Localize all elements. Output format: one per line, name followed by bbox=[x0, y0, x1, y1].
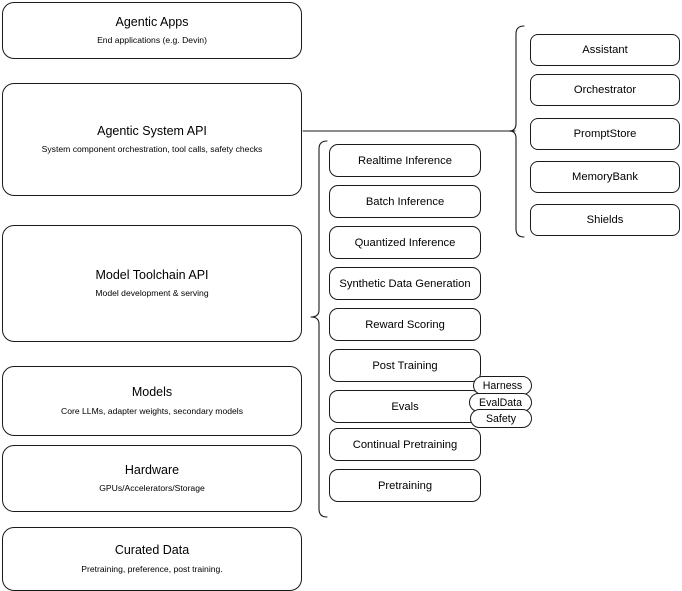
layer-title: Hardware bbox=[124, 462, 180, 477]
bracket-middle-capabilities bbox=[310, 140, 328, 518]
layer-subtitle: GPUs/Accelerators/Storage bbox=[99, 483, 205, 494]
capability-label: Post Training bbox=[372, 359, 438, 372]
component-label: Shields bbox=[586, 214, 624, 226]
evals-pill-label: EvalData bbox=[479, 396, 522, 409]
capability-box-synthetic-data-generation[interactable]: Synthetic Data Generation bbox=[329, 267, 481, 300]
evals-pill-evaldata[interactable]: EvalData bbox=[469, 393, 532, 412]
capability-box-post-training[interactable]: Post Training bbox=[329, 349, 481, 382]
capability-box-batch-inference[interactable]: Batch Inference bbox=[329, 185, 481, 218]
evals-pill-label: Harness bbox=[482, 379, 523, 392]
capability-box-reward-scoring[interactable]: Reward Scoring bbox=[329, 308, 481, 341]
capability-label: Continual Pretraining bbox=[352, 438, 458, 451]
layer-title: Model Toolchain API bbox=[95, 267, 209, 282]
layer-box-agentic-apps[interactable]: Agentic Apps End applications (e.g. Devi… bbox=[2, 2, 302, 59]
component-box-assistant[interactable]: Assistant bbox=[530, 34, 680, 66]
component-label: Orchestrator bbox=[573, 84, 637, 96]
layer-box-curated-data[interactable]: Curated Data Pretraining, preference, po… bbox=[2, 527, 302, 591]
layer-subtitle: Model development & serving bbox=[95, 288, 209, 299]
capability-label: Realtime Inference bbox=[358, 154, 452, 167]
capability-box-realtime-inference[interactable]: Realtime Inference bbox=[329, 144, 481, 177]
component-box-shields[interactable]: Shields bbox=[530, 204, 680, 236]
layer-subtitle: Pretraining, preference, post training. bbox=[81, 563, 223, 574]
layer-box-models[interactable]: Models Core LLMs, adapter weights, secon… bbox=[2, 366, 302, 436]
layer-box-model-toolchain-api[interactable]: Model Toolchain API Model development & … bbox=[2, 225, 302, 342]
component-box-memorybank[interactable]: MemoryBank bbox=[530, 161, 680, 193]
evals-pill-safety[interactable]: Safety bbox=[470, 409, 532, 428]
capability-box-evals[interactable]: Evals bbox=[329, 390, 481, 423]
component-label: Assistant bbox=[582, 44, 628, 56]
capability-box-pretraining[interactable]: Pretraining bbox=[329, 469, 481, 502]
capability-box-quantized-inference[interactable]: Quantized Inference bbox=[329, 226, 481, 259]
component-label: MemoryBank bbox=[572, 171, 638, 183]
layer-box-agentic-system-api[interactable]: Agentic System API System component orch… bbox=[2, 83, 302, 196]
layer-subtitle: End applications (e.g. Devin) bbox=[97, 35, 207, 46]
capability-box-continual-pretraining[interactable]: Continual Pretraining bbox=[329, 428, 481, 461]
component-box-orchestrator[interactable]: Orchestrator bbox=[530, 74, 680, 106]
evals-pill-label: Safety bbox=[485, 412, 517, 425]
component-box-promptstore[interactable]: PromptStore bbox=[530, 118, 680, 150]
layer-title: Agentic System API bbox=[97, 123, 207, 138]
layer-title: Agentic Apps bbox=[115, 14, 189, 29]
component-label: PromptStore bbox=[573, 128, 637, 140]
layer-title: Curated Data bbox=[114, 543, 190, 558]
capability-label: Pretraining bbox=[377, 479, 433, 492]
capability-label: Batch Inference bbox=[365, 195, 445, 208]
capability-label: Reward Scoring bbox=[365, 318, 445, 331]
layer-subtitle: System component orchestration, tool cal… bbox=[41, 144, 263, 155]
capability-label: Evals bbox=[391, 400, 419, 413]
layer-title: Models bbox=[131, 385, 173, 400]
capability-label: Synthetic Data Generation bbox=[339, 277, 471, 290]
capability-label: Quantized Inference bbox=[354, 236, 456, 249]
bracket-right-components bbox=[508, 25, 525, 238]
layer-box-hardware[interactable]: Hardware GPUs/Accelerators/Storage bbox=[2, 445, 302, 512]
layer-subtitle: Core LLMs, adapter weights, secondary mo… bbox=[61, 405, 243, 416]
